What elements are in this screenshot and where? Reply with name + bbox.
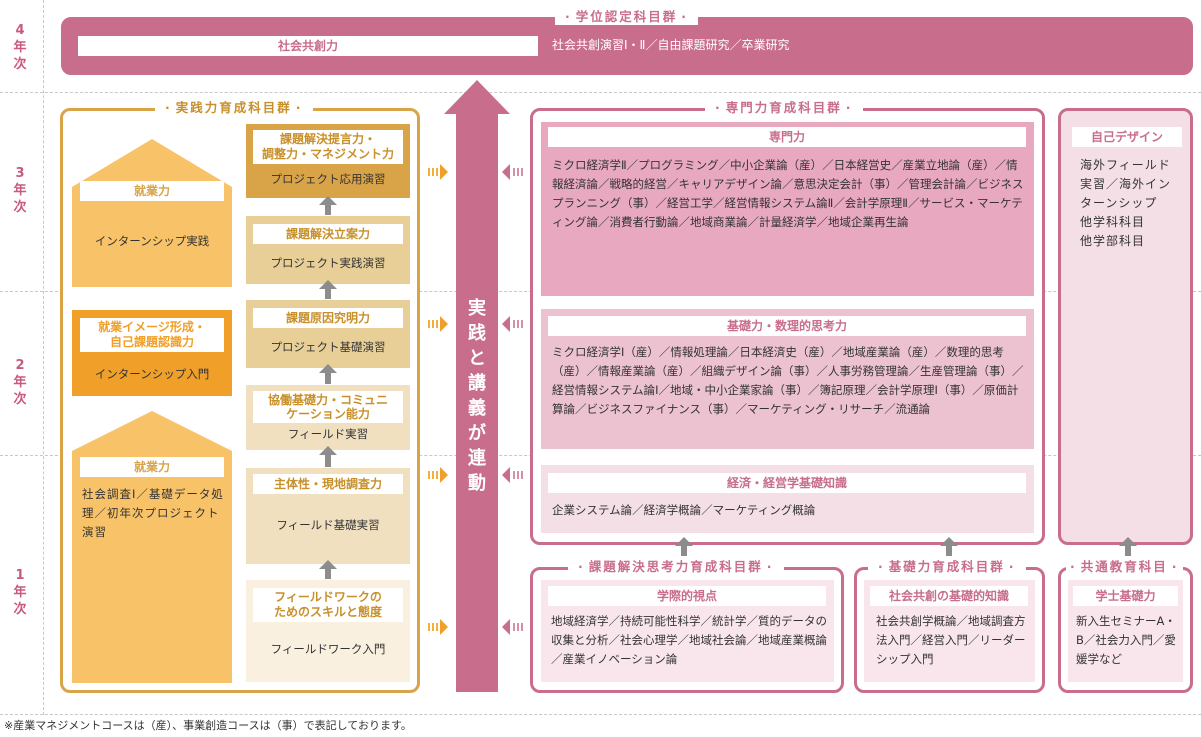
kiso-ability: 基礎力・数理的思考力 xyxy=(548,316,1026,336)
house-shape-year3 xyxy=(72,139,232,287)
senmon-courses: ミクロ経済学Ⅱ／プログラミング／中小企業論（産）／日本経営史／産業立地論（産）／… xyxy=(552,158,1024,229)
up-arrow-icon xyxy=(319,560,337,569)
center-label: 実践と講 義が連動 xyxy=(468,298,486,494)
selfdesign-courses: 海外フィールド実習／海外インターンシップ他学科科目他学部科目 xyxy=(1080,158,1172,248)
up-arrow-icon xyxy=(940,537,958,546)
link-arrow-right-icon xyxy=(428,164,448,180)
basic-group-title: 基礎力育成科目群 xyxy=(868,559,1026,575)
ladder-3-course: プロジェクト基礎演習 xyxy=(270,340,386,354)
year-divider-vertical xyxy=(43,0,44,715)
up-arrow-stem xyxy=(325,455,331,467)
link-arrow-left-icon xyxy=(502,619,523,635)
common-courses: 新入生セミナーA・B／社会力入門／愛媛学など xyxy=(1076,614,1176,666)
center-big-up-arrow xyxy=(444,80,510,692)
up-arrow-stem xyxy=(681,546,687,556)
ladder-2-ability: 課題解決立案力 xyxy=(253,224,403,244)
house3-course: インターンシップ実践 xyxy=(94,234,210,248)
footnote: ※産業マネジメントコースは（産）、事業創造コースは（事）で表記しております。 xyxy=(4,719,412,732)
link-arrow-left-icon xyxy=(502,316,523,332)
house3-ability: 就業力 xyxy=(80,181,224,201)
senmon-ability: 専門力 xyxy=(548,127,1026,147)
common-group-title: 共通教育科目 xyxy=(1066,559,1183,575)
ladder-1-course: プロジェクト応用演習 xyxy=(270,172,386,186)
practice-group-title: 実践力育成科目群 xyxy=(155,100,313,116)
up-arrow-icon xyxy=(319,364,337,373)
ladder-5-ability: 主体性・現地調査力 xyxy=(253,474,403,494)
link-arrow-right-icon xyxy=(428,619,448,635)
up-arrow-icon xyxy=(319,446,337,455)
problem-group-title: 課題解決思考力育成科目群 xyxy=(568,559,784,575)
up-arrow-icon xyxy=(319,280,337,289)
link-arrow-right-icon xyxy=(428,316,448,332)
up-arrow-icon xyxy=(675,537,693,546)
up-arrow-stem xyxy=(325,205,331,215)
basic-ability: 社会共創の基礎的知識 xyxy=(870,586,1028,606)
link-arrow-right-icon xyxy=(428,467,448,483)
ladder-1-ability: 課題解決提言力・調整力・マネジメント力 xyxy=(253,130,403,164)
ladder-6-ability: フィールドワークのためのスキルと態度 xyxy=(253,588,403,622)
ladder-2-course: プロジェクト実践演習 xyxy=(270,256,386,270)
selfdesign-group xyxy=(1058,108,1193,545)
degree-group-title: 学位認定科目群 xyxy=(555,9,699,25)
keizai-courses: 企業システム論／経済学概論／マーケティング概論 xyxy=(552,503,816,517)
up-arrow-icon xyxy=(1119,537,1137,546)
kiso-courses: ミクロ経済学Ⅰ（産）／情報処理論／日本経済史（産）／地域産業論（産）／数理的思考… xyxy=(552,345,1024,416)
ladder-6-course: フィールドワーク入門 xyxy=(270,642,386,656)
basic-courses: 社会共創学概論／地域調査方法入門／経営入門／リーダーシップ入門 xyxy=(876,614,1026,666)
house-shape-year1 xyxy=(72,411,232,683)
up-arrow-stem xyxy=(325,373,331,384)
ladder-4-course: フィールド実習 xyxy=(287,427,369,441)
degree-ability: 社会共創力 xyxy=(78,36,538,56)
problem-courses: 地域経済学／持続可能性科学／統計学／質的データの収集と分析／社会心理学／地域社会… xyxy=(551,614,827,666)
up-arrow-stem xyxy=(1125,546,1131,556)
up-arrow-stem xyxy=(946,546,952,556)
common-ability: 学士基礎力 xyxy=(1073,586,1178,606)
link-arrow-left-icon xyxy=(502,164,523,180)
intern-intro-course: インターンシップ入門 xyxy=(94,367,210,381)
ladder-4-ability: 協働基礎力・コミュニケーション能力 xyxy=(253,391,403,423)
year-divider-bottom xyxy=(0,714,1201,715)
keizai-ability: 経済・経営学基礎知識 xyxy=(548,473,1026,493)
senmon-box xyxy=(541,122,1034,296)
link-arrow-left-icon xyxy=(502,467,523,483)
selfdesign-ability: 自己デザイン xyxy=(1072,127,1182,147)
up-arrow-icon xyxy=(319,196,337,205)
degree-courses: 社会共創演習Ⅰ・Ⅱ／自由課題研究／卒業研究 xyxy=(552,38,790,52)
house1-ability: 就業力 xyxy=(80,457,224,477)
up-arrow-stem xyxy=(325,569,331,579)
ladder-5-course: フィールド基礎実習 xyxy=(276,518,380,532)
intern-intro-ability: 就業イメージ形成・自己課題認識力 xyxy=(80,318,224,352)
specialty-group-title: 専門力育成科目群 xyxy=(705,100,863,116)
problem-ability: 学際的視点 xyxy=(548,586,826,606)
year-divider-4-3 xyxy=(0,92,1201,93)
up-arrow-stem xyxy=(325,289,331,299)
house1-course: 社会調査Ⅰ／基礎データ処理／初年次プロジェクト演習 xyxy=(82,487,224,539)
ladder-3-ability: 課題原因究明力 xyxy=(253,308,403,328)
